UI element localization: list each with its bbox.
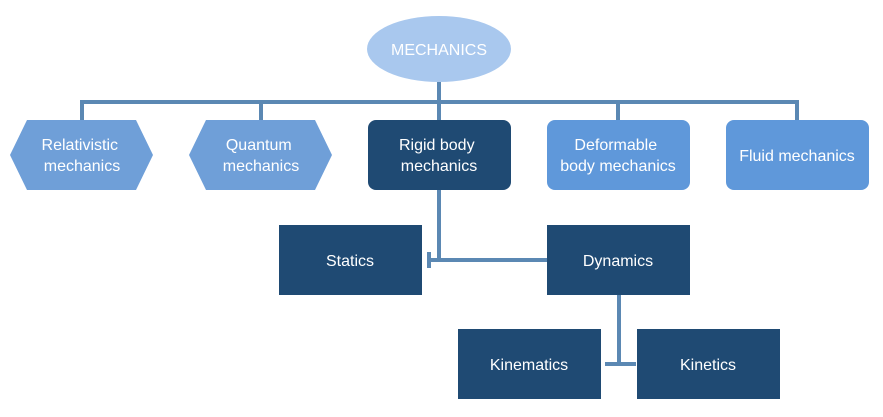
branch-rigid-body: Rigid body mechanics <box>368 120 511 190</box>
quantum-shape <box>189 120 332 190</box>
node-kinetics: Kinetics <box>637 329 780 399</box>
rigid-body-shape <box>368 120 511 190</box>
deformable-label: Deformable body mechanics <box>560 137 676 175</box>
statics-label: Statics <box>326 253 374 270</box>
dynamics-label: Dynamics <box>583 253 653 270</box>
quantum-line-2: mechanics <box>223 158 299 175</box>
node-kinematics: Kinematics <box>458 329 601 399</box>
fluid-label: Fluid mechanics <box>739 148 855 165</box>
deformable-line-1: Deformable <box>574 137 657 154</box>
dynamics-shape <box>547 225 690 295</box>
root-ellipse <box>367 16 511 82</box>
rigid-body-label: Rigid body mechanics <box>399 137 479 175</box>
branch-fluid: Fluid mechanics <box>726 120 869 190</box>
relativistic-shape <box>10 120 153 190</box>
kinetics-label: Kinetics <box>680 357 736 374</box>
relativistic-line-1: Relativistic <box>42 137 118 154</box>
rigid-body-line-2: mechanics <box>401 158 477 175</box>
kinetics-shape <box>637 329 780 399</box>
rigid-body-line-1: Rigid body <box>399 137 475 154</box>
fluid-shape <box>726 120 869 190</box>
relativistic-line-2: mechanics <box>44 158 120 175</box>
statics-shape <box>279 225 422 295</box>
quantum-line-1: Quantum <box>226 137 292 154</box>
branch-deformable: Deformable body mechanics <box>547 120 690 190</box>
node-statics: Statics <box>279 225 422 295</box>
kinematics-shape <box>458 329 601 399</box>
deformable-line-2: body mechanics <box>560 158 676 175</box>
branch-quantum: Quantum mechanics <box>189 120 332 190</box>
connectors <box>80 82 799 366</box>
node-dynamics: Dynamics <box>547 225 690 295</box>
root-label: MECHANICS <box>391 42 487 59</box>
root-node: MECHANICS <box>367 16 511 82</box>
relativistic-label: Relativistic mechanics <box>42 137 123 175</box>
branch-relativistic: Relativistic mechanics <box>10 120 153 190</box>
quantum-label: Quantum mechanics <box>223 137 299 175</box>
kinematics-label: Kinematics <box>490 357 568 374</box>
deformable-shape <box>547 120 690 190</box>
